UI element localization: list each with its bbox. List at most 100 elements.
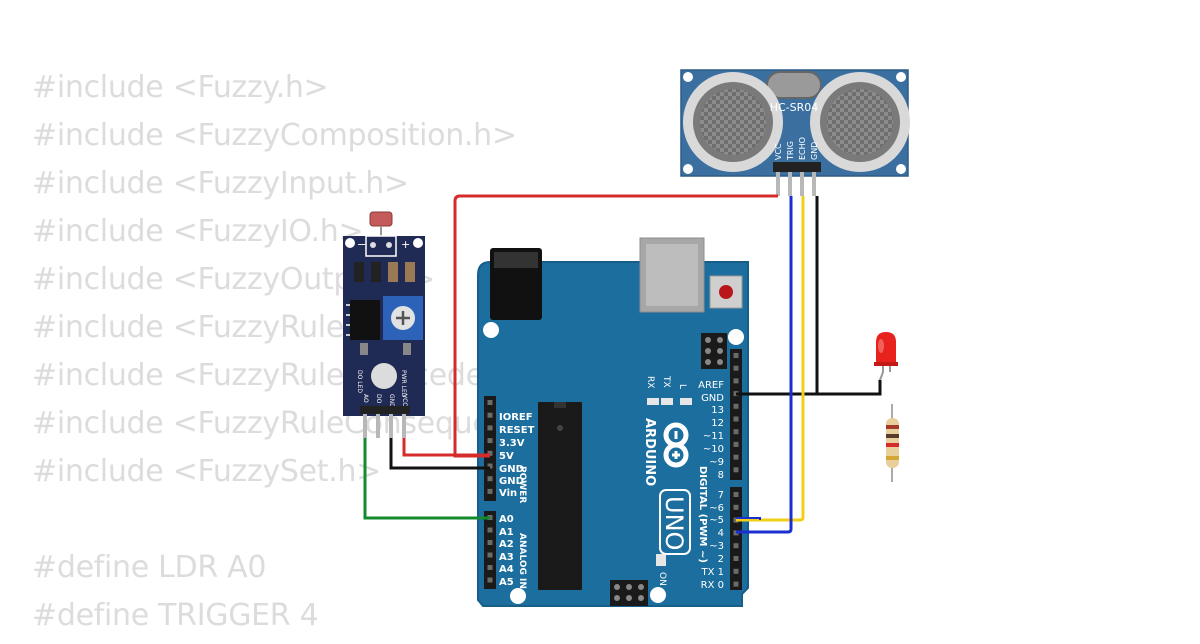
power-pin-label: RESET xyxy=(499,425,535,436)
arduino-brand-text: ARDUINO xyxy=(642,418,657,486)
header-pin[interactable] xyxy=(733,454,739,460)
resistor[interactable] xyxy=(886,404,899,482)
header-pin[interactable] xyxy=(733,556,739,561)
power-pin-label: Vin xyxy=(499,488,517,499)
crystal xyxy=(766,71,822,99)
header-pin[interactable] xyxy=(733,543,739,549)
digital-pin-label: ~6 xyxy=(709,503,724,514)
arduino-logo-icon xyxy=(663,422,689,468)
wire-gnd-led-black[interactable] xyxy=(736,380,882,396)
module-plus-label: + xyxy=(401,238,410,251)
header-pin[interactable] xyxy=(733,504,739,510)
header-pin[interactable] xyxy=(733,441,739,447)
header-pin[interactable] xyxy=(733,492,739,497)
digital-header-bottom xyxy=(730,487,742,590)
header-pin[interactable] xyxy=(487,488,493,494)
header-pin[interactable] xyxy=(733,378,739,384)
smd-resistors xyxy=(354,262,415,282)
arduino-uno-board[interactable]: IOREF RESET 3.3V 5V GND GND Vin A0 A1 A2… xyxy=(477,237,749,607)
comparator-ic xyxy=(346,300,380,340)
power-pin-label: GND xyxy=(499,464,524,475)
wires xyxy=(363,194,882,534)
code-line: #define LDR A0 xyxy=(32,550,267,585)
module-lens xyxy=(371,363,397,389)
digital-header-top xyxy=(730,349,742,480)
digital-pin-label: GND xyxy=(701,393,724,404)
digital-section-label: DIGITAL (PWM ~) xyxy=(697,466,708,563)
header-pin[interactable] xyxy=(733,568,739,574)
module-pin-label: DO xyxy=(375,394,382,404)
sensor-pin-header xyxy=(773,162,821,196)
digital-pin-label: ~5 xyxy=(709,515,724,526)
wire-trig-blue[interactable] xyxy=(736,196,793,534)
header-pin[interactable] xyxy=(733,416,739,422)
code-line: #include <FuzzyIO.h> xyxy=(32,214,364,249)
header-pin[interactable] xyxy=(487,400,493,405)
code-line: #include <FuzzyInput.h> xyxy=(32,166,409,201)
analog-pin-label: A3 xyxy=(499,552,514,563)
circuit-diagram: IOREF RESET 3.3V 5V GND GND Vin A0 A1 A2… xyxy=(343,69,910,607)
header-pin[interactable] xyxy=(487,565,493,570)
header-pin[interactable] xyxy=(733,353,739,358)
analog-pin-label: A2 xyxy=(499,539,514,550)
module-minus-label: − xyxy=(357,238,366,251)
sensor-pin-label: ECHO xyxy=(798,137,807,160)
atmega-chip xyxy=(538,402,582,590)
digital-pin-label: ~11 xyxy=(703,431,724,442)
header-pin[interactable] xyxy=(733,429,739,435)
board-led-tx: TX xyxy=(661,375,673,405)
header-pin[interactable] xyxy=(487,450,493,456)
red-led[interactable] xyxy=(874,332,898,383)
code-line: #include <FuzzySet.h> xyxy=(32,454,382,489)
wire-a0-green[interactable] xyxy=(363,438,490,520)
icsp-header xyxy=(701,333,727,369)
sensor-title: HC-SR04 xyxy=(770,101,819,114)
sensor-pin-label: VCC xyxy=(774,143,783,160)
header-pin[interactable] xyxy=(733,581,739,587)
analog-pin-label: A5 xyxy=(499,577,514,588)
digital-pin-label: TX 1 xyxy=(701,567,725,578)
wire-5v-red[interactable] xyxy=(453,194,778,458)
header-pin[interactable] xyxy=(487,577,493,583)
module-led-label: PWR LED xyxy=(400,370,407,398)
header-pin[interactable] xyxy=(487,527,493,533)
module-pin-label: VCC xyxy=(401,394,408,406)
header-pin[interactable] xyxy=(487,425,493,431)
power-pin-label: 5V xyxy=(499,451,514,462)
wire-gnd-module-black[interactable] xyxy=(389,438,490,470)
header-pin[interactable] xyxy=(733,365,739,371)
analog-pin-label: A4 xyxy=(499,564,514,575)
digital-pin-label: 8 xyxy=(718,470,724,481)
header-pin[interactable] xyxy=(487,540,493,545)
svg-text:ON: ON xyxy=(657,572,667,586)
mount-hole xyxy=(650,587,666,603)
module-led-label: DO LED xyxy=(356,370,363,393)
board-led-l: L xyxy=(677,384,692,405)
digital-pin-label: RX 0 xyxy=(701,580,724,591)
hc-sr04-sensor[interactable]: HC-SR04 VCC TRIG ECHO GND xyxy=(680,69,910,196)
wire-echo-yellow[interactable] xyxy=(736,196,805,522)
power-pin-label: GND xyxy=(499,476,524,487)
header-pin[interactable] xyxy=(487,476,493,482)
potentiometer[interactable] xyxy=(383,296,423,340)
ultrasonic-transducer-right xyxy=(810,72,910,172)
svg-text:TX: TX xyxy=(661,375,671,388)
analog-pin-label: A1 xyxy=(499,527,514,538)
code-line: #define TRIGGER 4 xyxy=(32,598,319,633)
code-line: #include <Fuzzy.h> xyxy=(32,70,329,105)
header-pin[interactable] xyxy=(487,412,493,418)
mount-hole xyxy=(510,588,526,604)
ldr-sensor-module[interactable]: − + DO LED PWR LED AO DO GND xyxy=(343,211,425,438)
icsp-header-bottom xyxy=(610,580,648,606)
ultrasonic-transducer-left xyxy=(683,72,783,172)
header-pin[interactable] xyxy=(487,463,493,469)
wire-vcc-module-red[interactable] xyxy=(402,438,490,457)
header-pin[interactable] xyxy=(733,467,739,473)
analog-header xyxy=(484,511,496,589)
power-pin-label: 3.3V xyxy=(499,438,525,449)
wire-pin5-blue[interactable] xyxy=(736,517,761,520)
header-pin[interactable] xyxy=(733,403,739,409)
sensor-pin-label: GND xyxy=(810,142,819,160)
header-pin[interactable] xyxy=(487,438,493,444)
header-pin[interactable] xyxy=(487,552,493,558)
